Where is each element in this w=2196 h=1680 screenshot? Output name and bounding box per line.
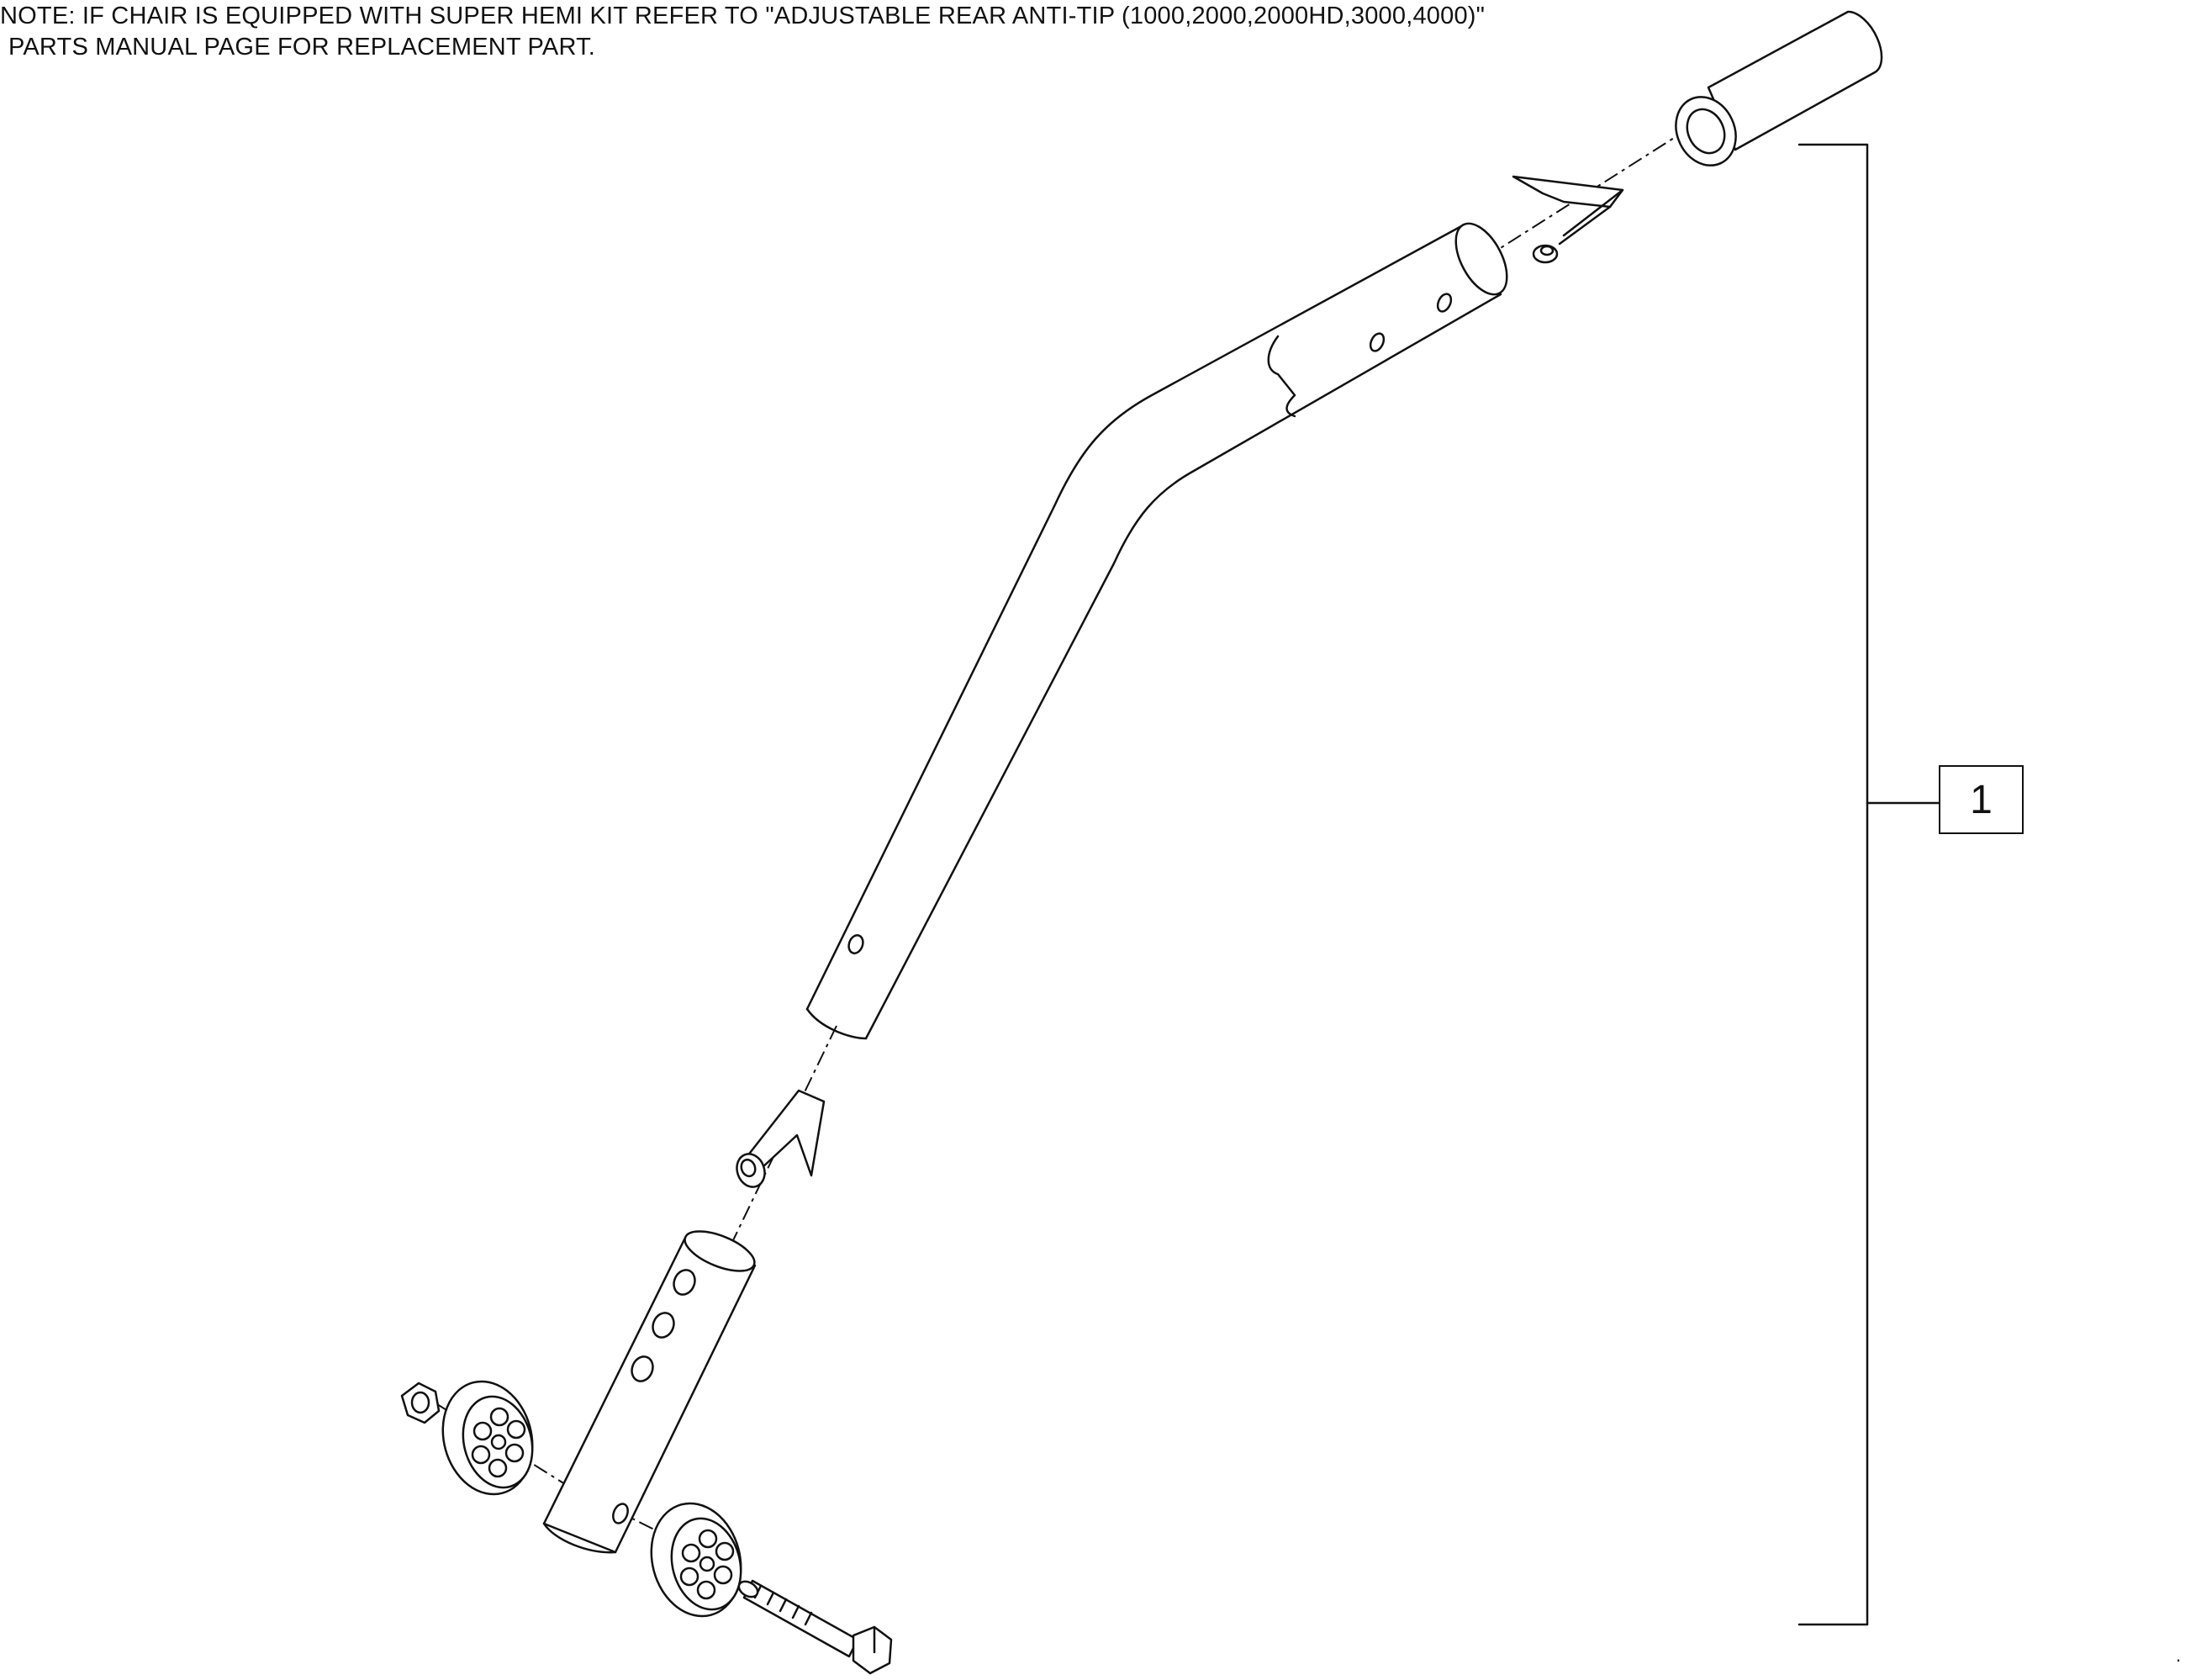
callout-bracket [1797,143,1940,1626]
wheel-right [650,1502,742,1618]
upper-spring-clip [1512,175,1624,264]
note-line-1: NOTE: IF CHAIR IS EQUIPPED WITH SUPER HE… [0,3,1486,29]
axle-bolt [737,1579,893,1675]
assembly-centerlines [436,127,1691,1573]
main-tube [805,222,1508,1040]
note-line-2: PARTS MANUAL PAGE FOR REPLACEMENT PART. [8,34,596,61]
grip-cap [1675,10,1883,166]
extension-tube [542,1230,757,1554]
stray-mark: . [2176,1645,2182,1666]
callout-number-1: 1 [1939,765,2024,834]
hex-nut [400,1382,441,1424]
wheel-left [441,1380,534,1496]
lower-spring-clip [736,1089,826,1188]
